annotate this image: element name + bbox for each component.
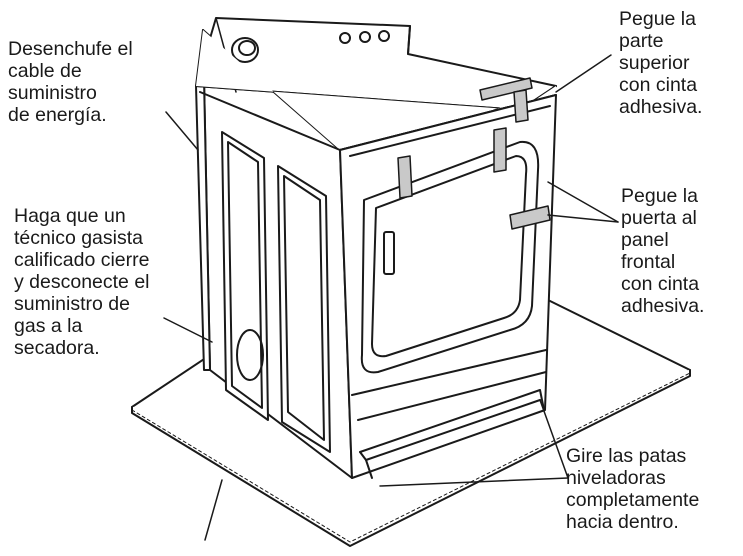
legs-line: Gire las patas <box>566 445 687 467</box>
tape-door-left <box>397 155 413 199</box>
tape-top-line: adhesiva. <box>619 96 703 118</box>
unplug-line: cable de <box>8 60 82 82</box>
gas-line: calificado cierre <box>14 249 150 271</box>
dryer-front-panel <box>339 94 557 479</box>
leader-lines <box>163 54 619 541</box>
gas-line: técnico gasista <box>14 227 143 249</box>
tape-top-line: Pegue la <box>619 8 696 30</box>
tape-pieces <box>397 77 551 230</box>
unplug-line: suministro <box>8 82 97 104</box>
tape-top-line: con cinta <box>619 74 698 96</box>
leveling-legs-label: Gire las patas niveladoras completamente… <box>566 445 699 533</box>
tape-top-line: parte <box>619 30 664 52</box>
tape-top-line: superior <box>619 52 690 74</box>
legs-line: niveladoras <box>566 467 666 489</box>
unplug-line: de energía. <box>8 104 107 126</box>
tape-door-side <box>509 205 551 230</box>
gas-line: Haga que un <box>14 205 126 227</box>
tape-door-top <box>493 127 507 173</box>
gas-line: y desconecte el <box>14 271 150 293</box>
tape-door-line: adhesiva. <box>621 295 705 317</box>
legs-line: hacia dentro. <box>566 511 679 533</box>
tape-top-label: Pegue la parte superior con cinta adhesi… <box>619 8 702 118</box>
tape-top-horizontal <box>479 77 533 101</box>
tape-door-label: Pegue la puerta al panel frontal con cin… <box>621 185 704 317</box>
tape-door-line: con cinta <box>621 273 700 295</box>
gas-line: gas a la <box>14 315 83 337</box>
tape-top-vertical <box>513 89 529 123</box>
unplug-power-label: Desenchufe el cable de suministro de ene… <box>8 38 133 126</box>
gas-line: suministro de <box>14 293 130 315</box>
tape-door-line: frontal <box>621 251 676 273</box>
tape-door-line: Pegue la <box>621 185 698 207</box>
legs-line: completamente <box>566 489 700 511</box>
tape-door-line: panel <box>621 229 669 251</box>
unplug-line: Desenchufe el <box>8 38 133 60</box>
gas-line: secadora. <box>14 337 100 359</box>
gas-shutoff-label: Haga que un técnico gasista calificado c… <box>14 205 150 359</box>
dryer-side-panel <box>195 29 353 479</box>
tape-door-line: puerta al <box>621 207 697 229</box>
